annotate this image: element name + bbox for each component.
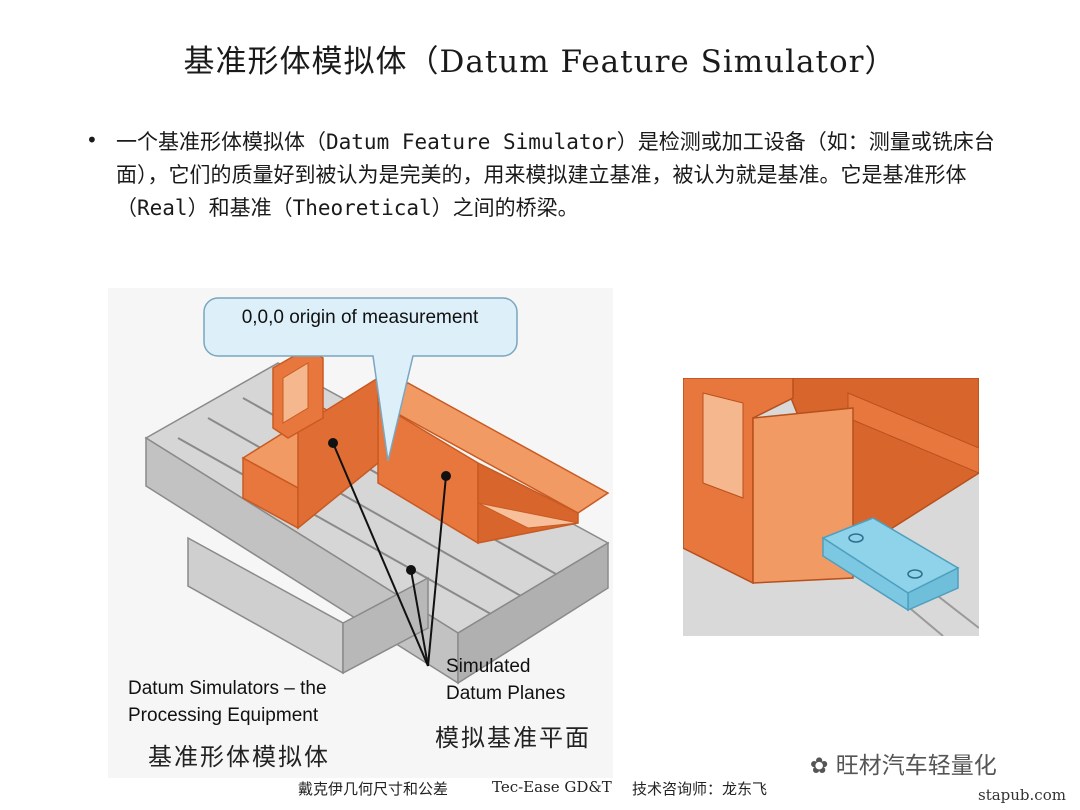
l-block-window	[282, 362, 309, 424]
closeup-illustration	[683, 378, 979, 636]
gauge-hole	[848, 533, 864, 543]
label-simulated-datum-planes: Simulated Datum Planes	[446, 656, 566, 704]
fixture-illustration: 0,0,0 origin of measurement	[108, 288, 613, 778]
callout-bubble	[203, 297, 518, 462]
leader-line	[332, 442, 429, 667]
machine-base-side	[342, 576, 429, 675]
footer-right: 技术咨询师：龙东飞	[632, 780, 768, 798]
callout-text: 0,0,0 origin of measurement	[242, 307, 479, 328]
bullet-dot-icon: •	[86, 128, 98, 152]
wechat-icon: ✿	[810, 754, 829, 779]
site-url: stapub.com	[978, 786, 1066, 804]
watermark: ✿ 旺材汽车轻量化	[810, 753, 997, 779]
footer-left: 戴克伊几何尺寸和公差	[298, 780, 449, 798]
footer-middle: Tec-Ease GD&T	[492, 778, 612, 796]
l-block-window	[702, 392, 744, 499]
bullet-text: 一个基准形体模拟体（Datum Feature Simulator）是检测或加工…	[116, 130, 995, 220]
t-slot	[177, 437, 499, 619]
gauge-hole	[907, 569, 923, 579]
label-processing-cn: 基准形体模拟体	[148, 743, 330, 771]
gauge-block-front	[822, 536, 909, 612]
bullet-item: • 一个基准形体模拟体（Datum Feature Simulator）是检测或…	[86, 126, 1016, 225]
angle-plate-rib	[477, 502, 579, 529]
leader-line	[410, 569, 429, 667]
machine-table-side	[457, 541, 609, 685]
label-processing-equipment: Datum Simulators – the Processing Equipm…	[128, 678, 327, 726]
leader-line	[427, 475, 447, 667]
label-simulated-cn: 模拟基准平面	[435, 724, 591, 752]
slide-title: 基准形体模拟体（Datum Feature Simulator）	[183, 44, 897, 80]
